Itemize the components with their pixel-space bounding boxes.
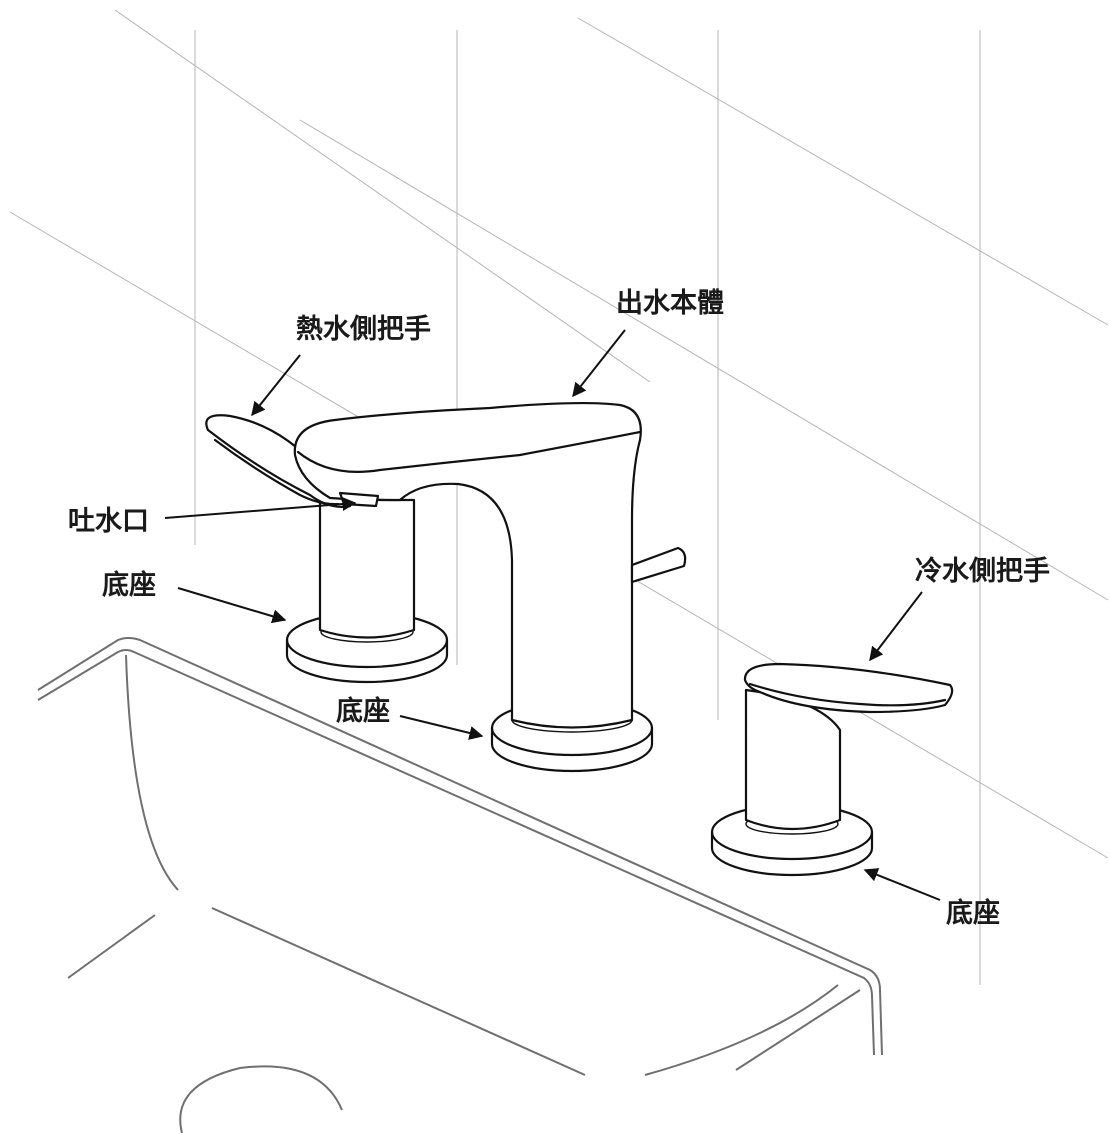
- leader-outlet: [164, 497, 357, 519]
- label-spout-body: 出水本體: [616, 288, 724, 319]
- label-base-center: 底座: [336, 695, 390, 727]
- leader-cold-handle: [869, 591, 923, 662]
- sink-basin: [37, 637, 883, 1133]
- leader-base-left: [177, 587, 287, 624]
- label-base-left: 底座: [102, 569, 156, 601]
- label-outlet: 吐水口: [68, 506, 149, 537]
- callout-labels: 熱水側把手 出水本體 吐水口 底座 底座 冷水側把手 底座: [68, 288, 1050, 929]
- leader-hot-handle: [251, 354, 301, 417]
- leader-spout-body: [572, 329, 626, 398]
- label-cold-handle: 冷水側把手: [915, 556, 1050, 587]
- label-base-right: 底座: [946, 897, 1000, 929]
- leader-base-right: [863, 868, 941, 901]
- callout-leaders: [164, 329, 941, 901]
- spout-body: [293, 401, 687, 773]
- leader-base-center: [399, 715, 484, 740]
- label-hot-handle: 熱水側把手: [296, 314, 431, 345]
- cold-water-handle: [710, 662, 954, 877]
